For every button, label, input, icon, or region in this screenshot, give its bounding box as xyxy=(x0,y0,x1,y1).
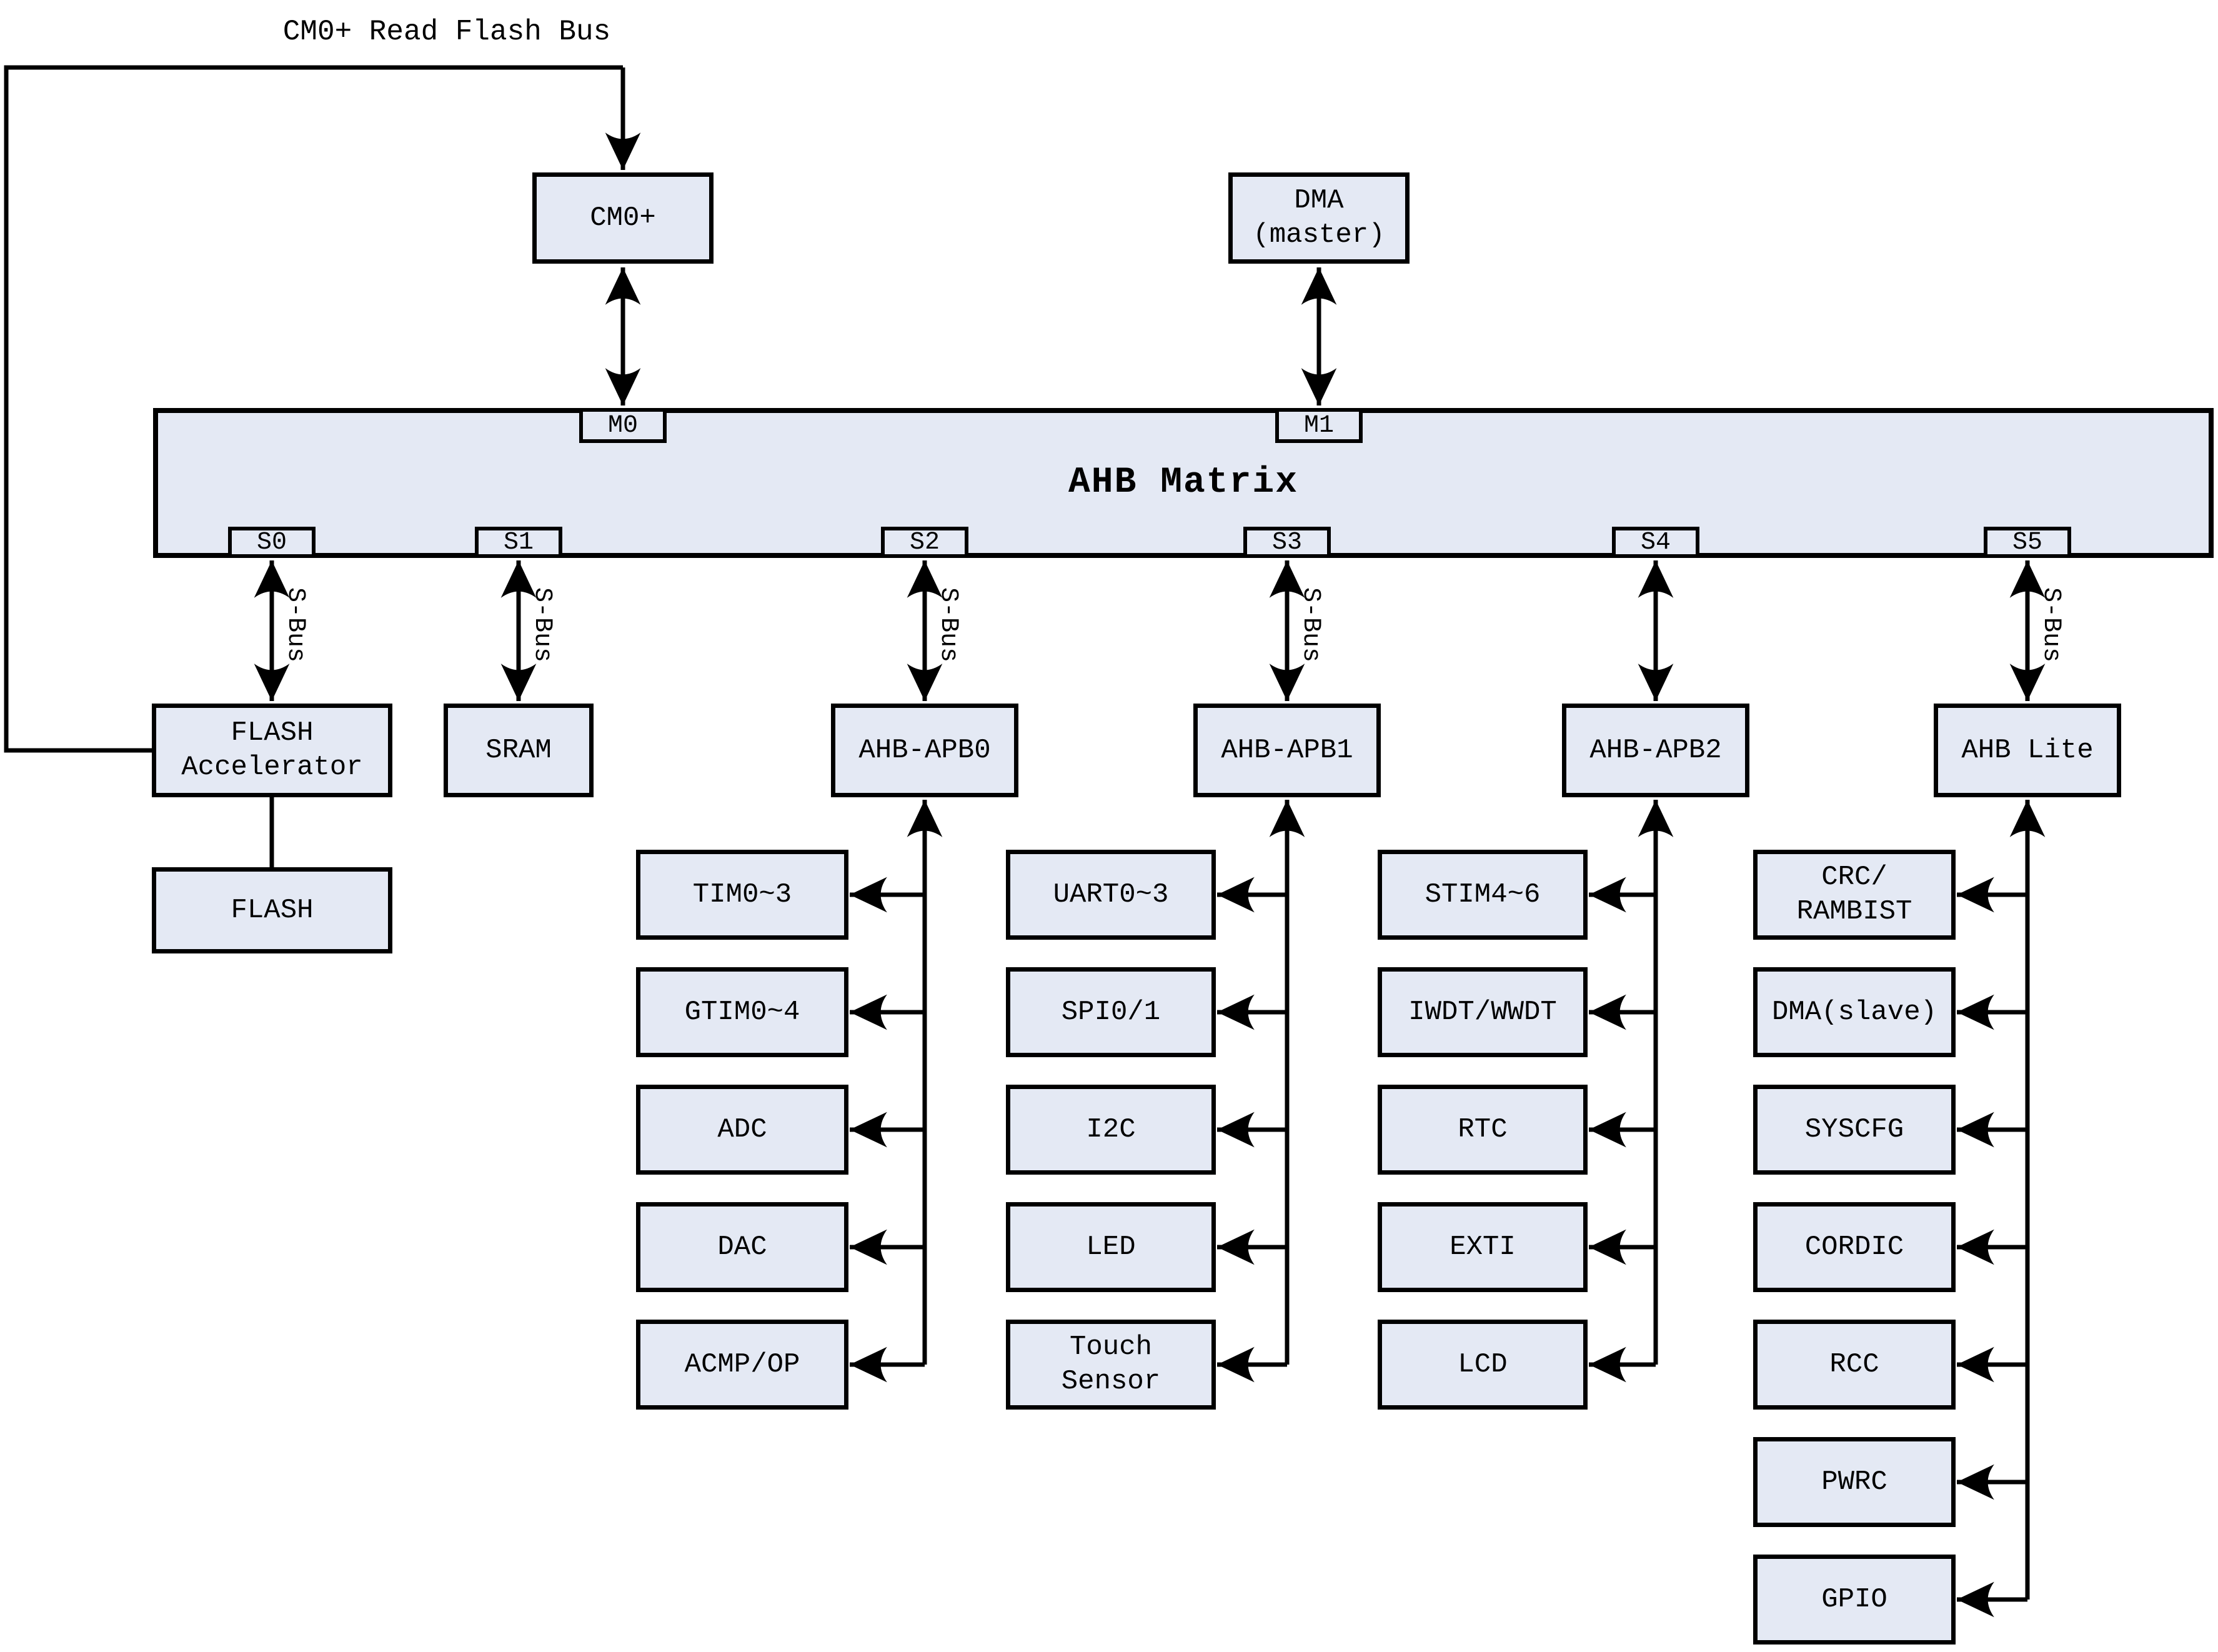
port-m0: M0 xyxy=(579,408,667,443)
flash-box: FLASH xyxy=(152,867,392,953)
peripheral-adc: ADC xyxy=(636,1085,848,1175)
peripheral-dma-slave: DMA(slave) xyxy=(1753,967,1956,1057)
bridge-ahb-lite-box: AHB Lite xyxy=(1934,704,2121,797)
peripheral-dac: DAC xyxy=(636,1202,848,1292)
dma-master-box: DMA (master) xyxy=(1228,172,1410,264)
sbus-label-s5: S-Bus xyxy=(2037,587,2065,663)
peripheral-pwrc: PWRC xyxy=(1753,1437,1956,1527)
peripheral-gpio: GPIO xyxy=(1753,1555,1956,1645)
peripheral-i2c: I2C xyxy=(1006,1085,1216,1175)
peripheral-gtim0-4: GTIM0~4 xyxy=(636,967,848,1057)
peripheral-led: LED xyxy=(1006,1202,1216,1292)
port-m1: M1 xyxy=(1275,408,1363,443)
peripheral-iwdt-wwdt: IWDT/WWDT xyxy=(1378,967,1588,1057)
peripheral-rcc: RCC xyxy=(1753,1320,1956,1410)
port-s3: S3 xyxy=(1243,527,1331,558)
peripheral-exti: EXTI xyxy=(1378,1202,1588,1292)
peripheral-acmp-op: ACMP/OP xyxy=(636,1320,848,1410)
peripheral-uart0-3: UART0~3 xyxy=(1006,850,1216,940)
cm0-read-flash-bus-label: CM0+ Read Flash Bus xyxy=(282,16,611,48)
port-s1: S1 xyxy=(475,527,562,558)
peripheral-spi0-1: SPI0/1 xyxy=(1006,967,1216,1057)
sbus-label-s3: S-Bus xyxy=(1296,587,1325,663)
bridge-ahb-apb2-box: AHB-APB2 xyxy=(1562,704,1749,797)
peripheral-tim0-3: TIM0~3 xyxy=(636,850,848,940)
peripheral-lcd: LCD xyxy=(1378,1320,1588,1410)
flash-accelerator-box: FLASH Accelerator xyxy=(152,704,392,797)
port-s0: S0 xyxy=(228,527,316,558)
port-s4: S4 xyxy=(1612,527,1699,558)
ahb-matrix-box: AHB Matrix xyxy=(153,408,2214,558)
sbus-label-s0: S-Bus xyxy=(281,587,309,663)
cm0-box: CM0+ xyxy=(532,172,714,264)
sram-box: SRAM xyxy=(444,704,594,797)
peripheral-stim4-6: STIM4~6 xyxy=(1378,850,1588,940)
peripheral-cordic: CORDIC xyxy=(1753,1202,1956,1292)
sbus-label-s2: S-Bus xyxy=(934,587,962,663)
port-s5: S5 xyxy=(1984,527,2071,558)
peripheral-touch-sensor: Touch Sensor xyxy=(1006,1320,1216,1410)
port-s2: S2 xyxy=(881,527,968,558)
bridge-ahb-apb1-box: AHB-APB1 xyxy=(1193,704,1381,797)
peripheral-rtc: RTC xyxy=(1378,1085,1588,1175)
bridge-ahb-apb0-box: AHB-APB0 xyxy=(831,704,1018,797)
peripheral-crc-rambist: CRC/ RAMBIST xyxy=(1753,850,1956,940)
peripheral-syscfg: SYSCFG xyxy=(1753,1085,1956,1175)
sbus-label-s1: S-Bus xyxy=(528,587,556,663)
